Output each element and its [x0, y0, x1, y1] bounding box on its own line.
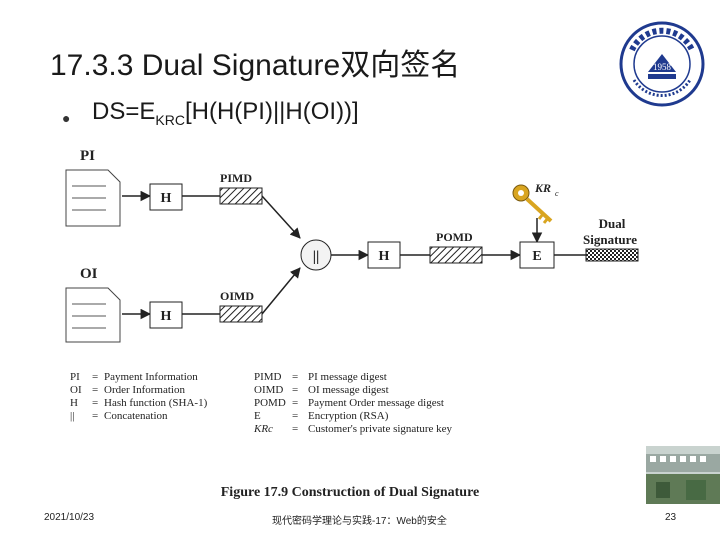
legend-right-desc-2: Payment Order message digest — [308, 397, 444, 409]
key-label: KR — [534, 181, 551, 195]
legend-right-desc-0: PI message digest — [308, 371, 387, 383]
legend-left-sep-1: = — [92, 384, 98, 396]
formula-subscript-c: C — [174, 112, 185, 128]
encryption-box — [519, 241, 555, 269]
hash-box-pi — [149, 183, 183, 211]
legend-left-desc-0: Payment Information — [104, 371, 198, 383]
university-seal-icon: 1958 — [619, 21, 705, 107]
legend-left-sep-2: = — [92, 397, 98, 409]
legend-left-abbr-1: OI — [70, 384, 82, 396]
hash-label-pi: H — [161, 191, 172, 206]
key-icon — [512, 184, 553, 224]
dual-label-1: Dual — [599, 216, 626, 231]
pomd-label: POMD — [436, 230, 473, 244]
bullet-icon: ● — [62, 110, 71, 126]
hash-label-oi: H — [161, 309, 172, 324]
dual-label-2: Signature — [583, 232, 637, 247]
figure-caption: Figure 17.9 Construction of Dual Signatu… — [221, 485, 480, 500]
pi-label: PI — [80, 148, 95, 164]
legend-right-desc-1: OI message digest — [308, 384, 389, 396]
seal-year: 1958 — [653, 62, 672, 72]
oi-label: OI — [80, 266, 98, 282]
legend-right-abbr-1: OIMD — [254, 384, 283, 396]
legend-right-desc-3: Encryption (RSA) — [308, 410, 389, 422]
legend-left-desc-1: Order Information — [104, 384, 185, 396]
legend-right-abbr-2: POMD — [254, 397, 286, 409]
formula-subscript: KR — [155, 112, 175, 128]
legend-left-abbr-0: PI — [70, 371, 80, 383]
pomd-digest — [429, 246, 483, 264]
hash-label-concat: H — [379, 249, 390, 264]
page-title: 17.3.3 Dual Signature双向签名 — [50, 49, 461, 82]
legend-right-abbr-4: KRc — [253, 423, 273, 435]
pimd-digest — [219, 187, 263, 205]
legend-right-sep-4: = — [292, 423, 298, 435]
legend-right-desc-4: Customer's private signature key — [308, 423, 453, 435]
oimd-digest — [219, 305, 263, 323]
footer-course-title: 现代密码学理论与实践-17：Web的安全 — [272, 516, 447, 527]
legend-left-abbr-3: || — [70, 410, 74, 422]
oimd-label: OIMD — [220, 289, 254, 303]
legend-right-sep-2: = — [292, 397, 298, 409]
campus-photo — [646, 446, 720, 504]
footer-page-number: 23 — [665, 512, 677, 523]
legend-left-abbr-2: H — [70, 397, 78, 409]
formula-body: [H(H(PI)||H(OI))] — [184, 98, 359, 125]
legend-right-abbr-0: PIMD — [254, 371, 282, 383]
footer-date: 2021/10/23 — [44, 512, 95, 523]
legend-left-sep-3: = — [92, 410, 98, 422]
dual-signature-formula: DS=EKRC[H(H(PI)||H(OI))] — [92, 98, 359, 128]
formula-prefix: DS=E — [92, 98, 156, 125]
encrypt-label: E — [532, 249, 541, 264]
legend-left-desc-3: Concatenation — [104, 410, 168, 422]
legend-left-desc-2: Hash function (SHA-1) — [104, 397, 208, 409]
dual-signature-output — [585, 248, 639, 262]
pi-document-icon — [65, 169, 121, 227]
legend: PI = Payment Information OI = Order Info… — [70, 371, 453, 435]
oi-document-icon — [65, 287, 121, 343]
pimd-label: PIMD — [220, 171, 252, 185]
hash-box-oi — [149, 301, 183, 329]
legend-right-sep-3: = — [292, 410, 298, 422]
legend-right-sep-1: = — [292, 384, 298, 396]
concat-label: || — [313, 249, 320, 265]
key-subscript: c — [555, 189, 559, 198]
legend-left-sep-0: = — [92, 371, 98, 383]
legend-right-sep-0: = — [292, 371, 298, 383]
legend-right-abbr-3: E — [254, 410, 261, 422]
